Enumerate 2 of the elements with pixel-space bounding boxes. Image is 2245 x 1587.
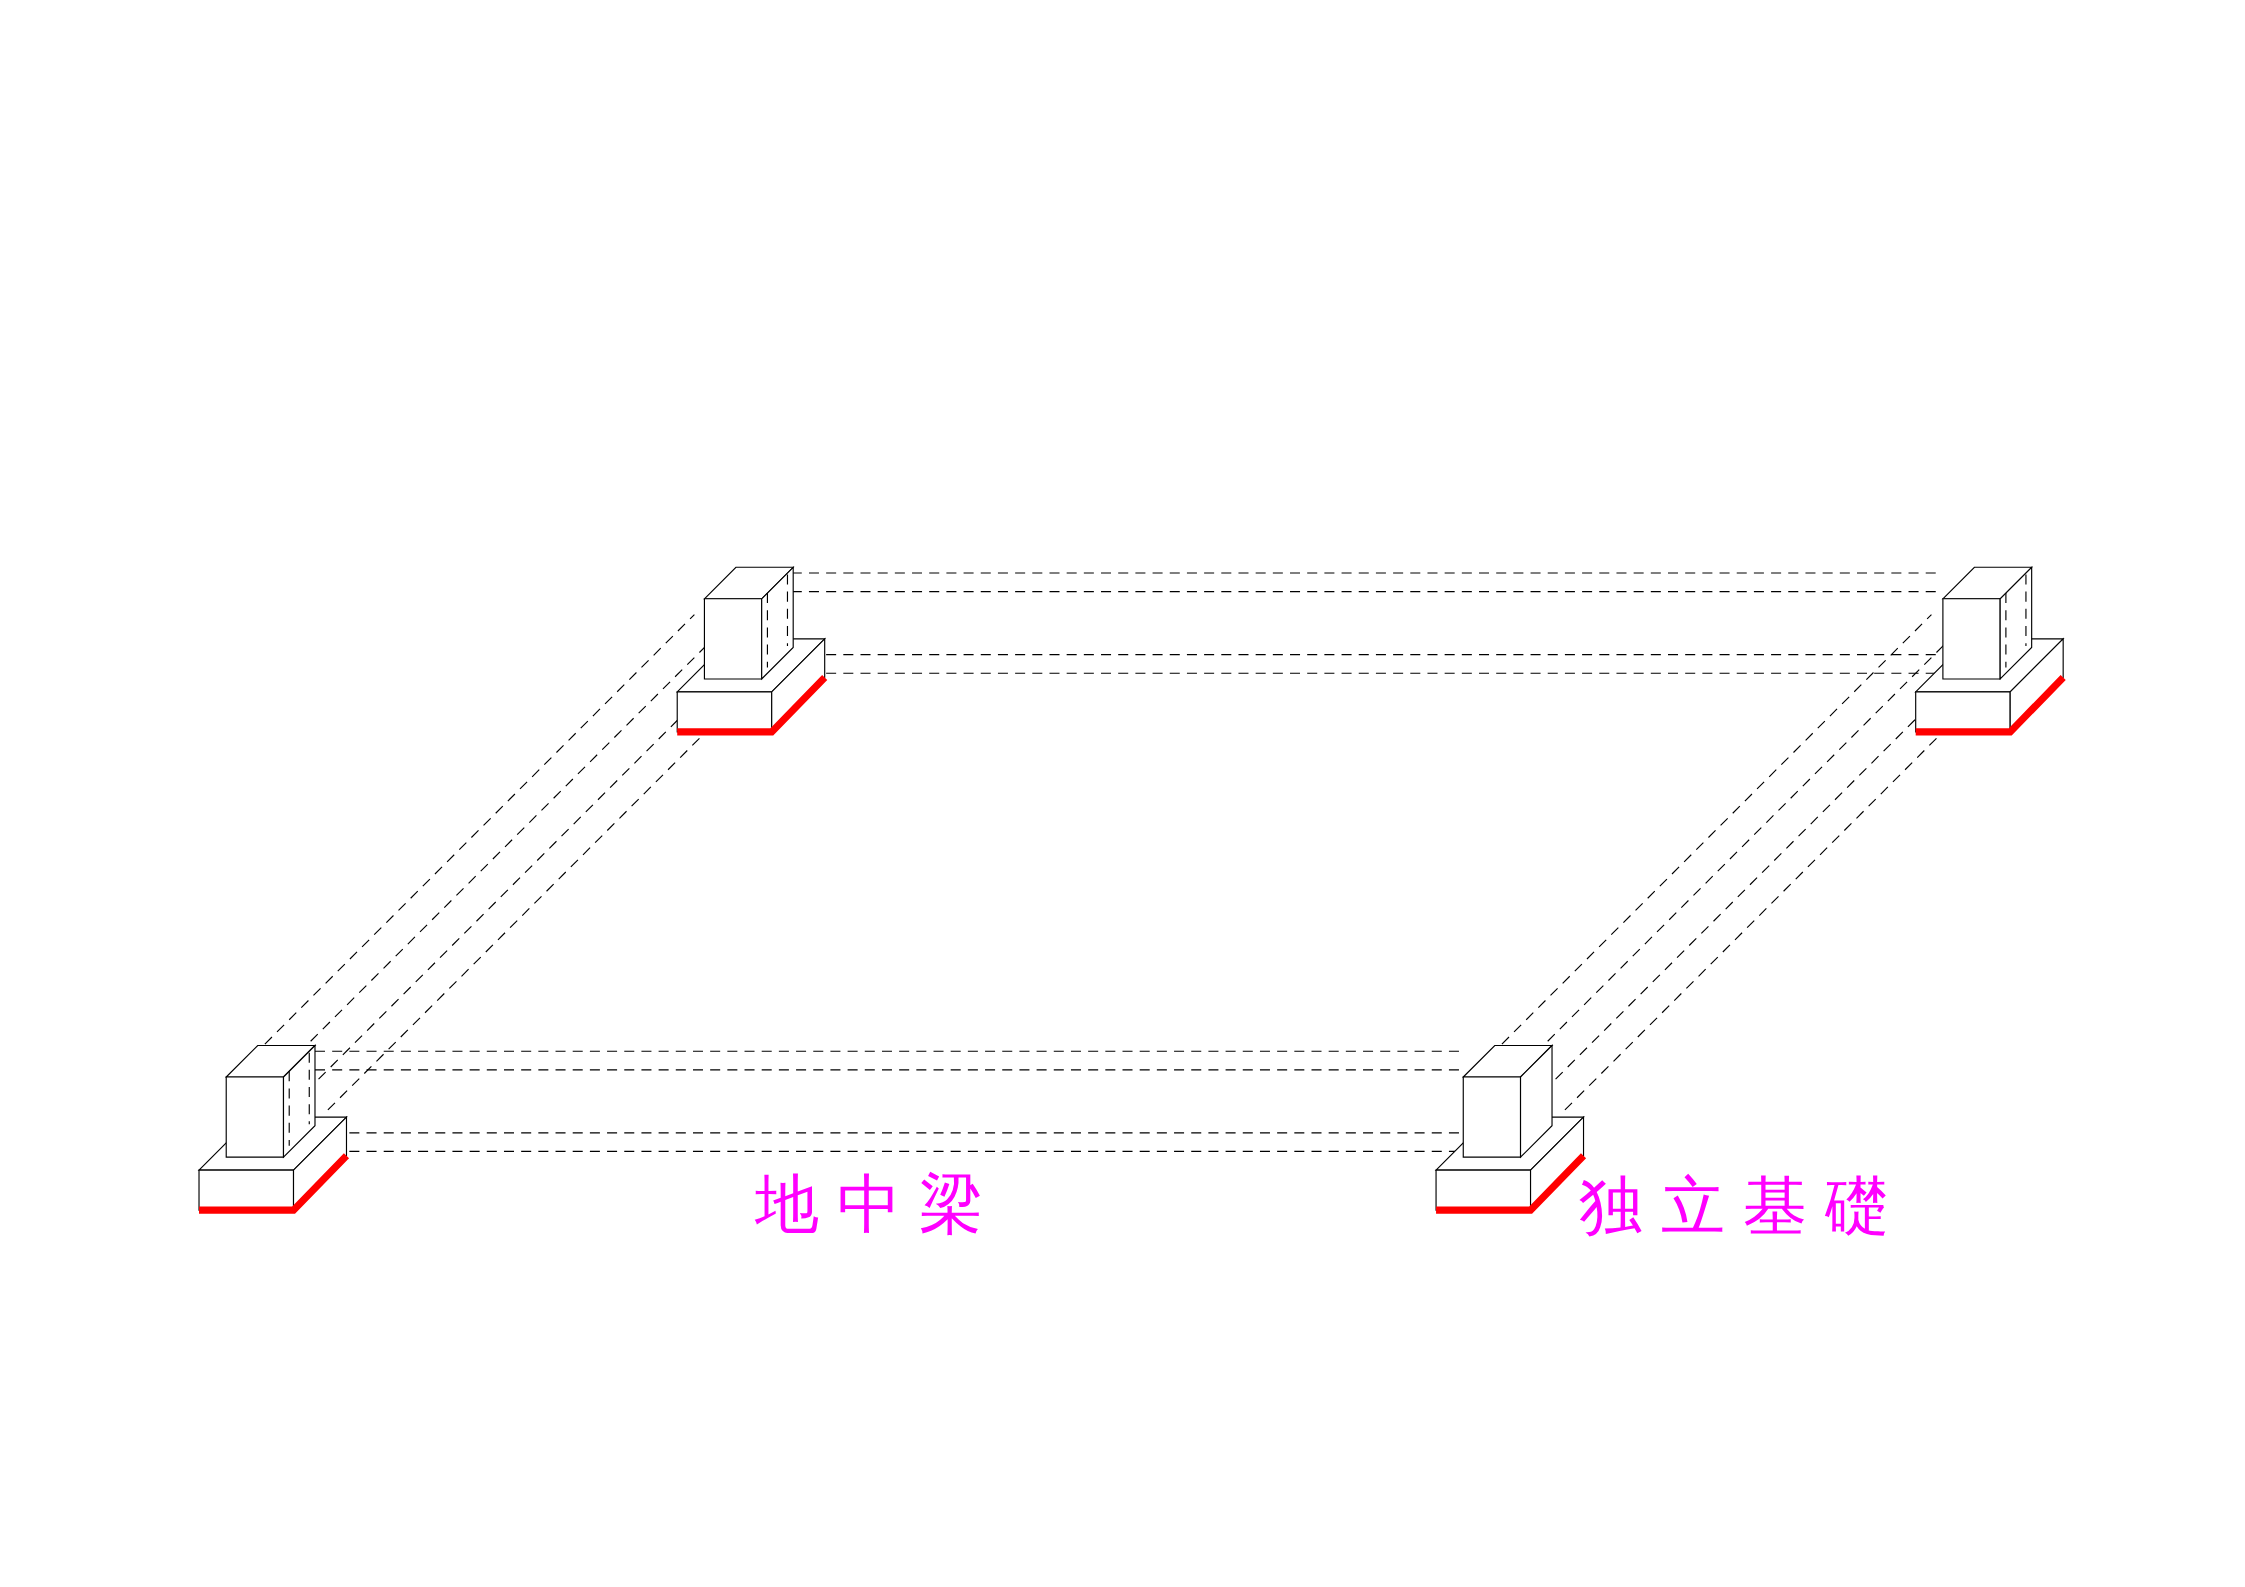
part-label: 地中梁 <box>755 1172 1001 1236</box>
part-label: 独立基礎 <box>1579 1174 1907 1238</box>
